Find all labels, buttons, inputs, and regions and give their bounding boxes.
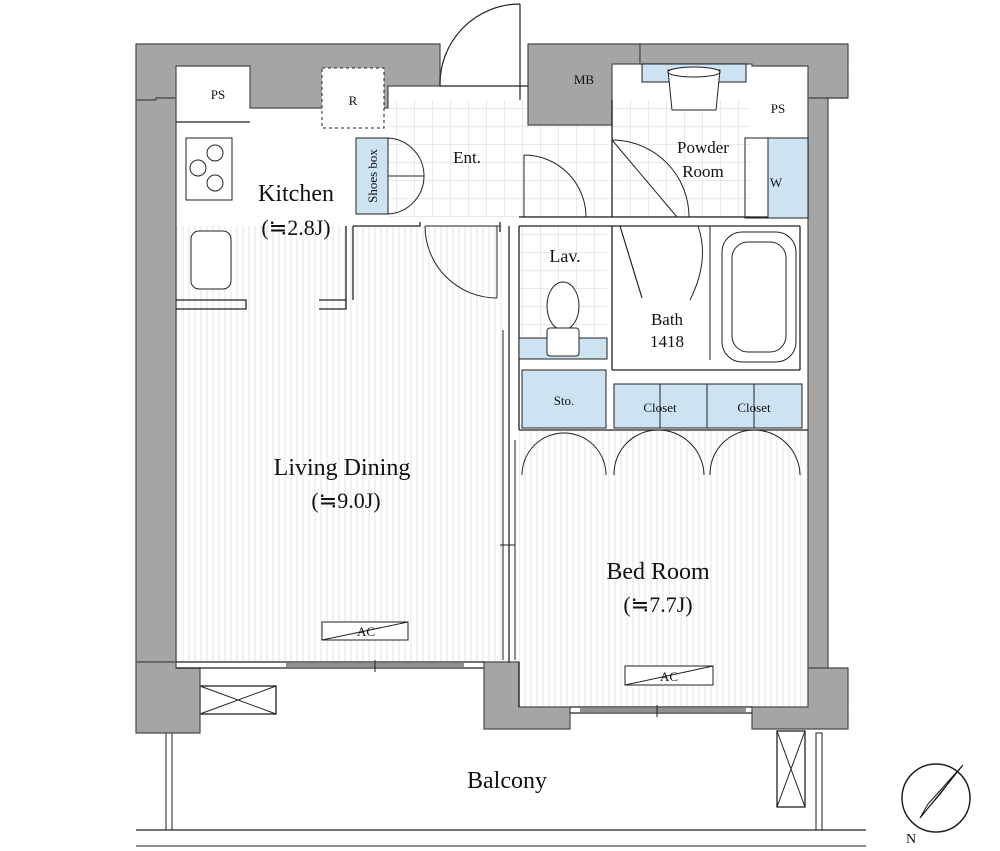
compass: N <box>901 763 971 847</box>
bedroom-floor <box>519 430 807 707</box>
balcony-area <box>166 733 816 829</box>
powder-label-1: Powder <box>677 138 729 157</box>
ps-right-label: PS <box>771 101 785 116</box>
bedroom-label: Bed Room <box>606 559 710 585</box>
kitchen-label: Kitchen <box>258 181 334 207</box>
shoes-box <box>355 137 425 215</box>
kitchen-fixtures <box>185 67 385 290</box>
powder-fixtures <box>641 63 809 219</box>
outdoor-unit-left <box>199 685 277 715</box>
balcony-right-wall <box>815 732 823 831</box>
fridge-label: R <box>349 93 358 108</box>
labels: Kitchen (≒2.8J) Living Dining (≒9.0J) Be… <box>211 72 785 794</box>
bathtub <box>721 231 797 363</box>
ac-living-label: AC <box>357 624 375 639</box>
compass-ring <box>901 763 971 833</box>
fridge-space <box>321 67 385 129</box>
closet-1-label: Closet <box>643 400 677 415</box>
ac-units <box>321 621 714 686</box>
living-label: Living Dining <box>274 455 411 481</box>
wall-bottom-right <box>751 667 849 730</box>
mb-label: MB <box>574 72 595 87</box>
wall-right <box>807 97 848 669</box>
closet-2-label: Closet <box>737 400 771 415</box>
ps-left-label: PS <box>211 87 225 102</box>
interior-doors <box>424 139 711 360</box>
washer-space <box>767 137 809 219</box>
toilet <box>518 281 608 360</box>
bath-size: 1418 <box>650 332 684 351</box>
living-size: (≒9.0J) <box>311 488 380 513</box>
kitchen-size: (≒2.8J) <box>261 215 330 240</box>
bath-label: Bath <box>651 310 684 329</box>
entrance-label: Ent. <box>453 148 481 167</box>
storage-label: Sto. <box>554 393 575 408</box>
storage-closets <box>521 369 803 476</box>
shoes-box-label: Shoes box <box>365 149 380 203</box>
compass-needle-light <box>919 764 964 819</box>
washer-label: W <box>770 175 783 190</box>
ac-bed-label: AC <box>660 669 678 684</box>
outdoor-unit-right <box>776 730 806 808</box>
wall-left <box>135 97 177 663</box>
wall-top-left <box>135 43 441 109</box>
sink <box>190 230 232 290</box>
partitions <box>176 100 808 714</box>
compass-north-label: N <box>906 832 916 847</box>
lavatory-label: Lav. <box>549 246 580 266</box>
sliding-door-living-bed <box>500 330 516 660</box>
powder-label-2: Room <box>682 162 724 181</box>
bedroom-size: (≒7.7J) <box>623 592 692 617</box>
entrance-door <box>439 3 528 100</box>
powder-floor <box>610 100 750 217</box>
wall-bottom-left <box>135 661 201 734</box>
living-floor <box>176 226 505 662</box>
balcony-label: Balcony <box>467 768 547 794</box>
windows <box>286 660 746 717</box>
